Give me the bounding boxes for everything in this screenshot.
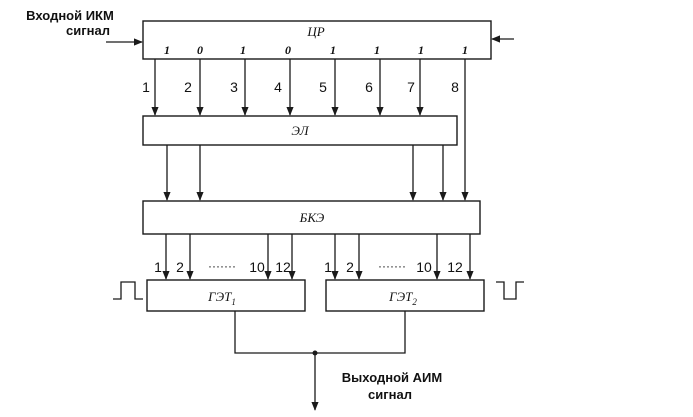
generator-1-label: ГЭТ1 (207, 289, 236, 307)
register-bit-5: 1 (330, 43, 336, 57)
output-number-7: 7 (407, 79, 415, 95)
output-combiner-lines (234, 311, 406, 354)
output-number-4: 4 (274, 79, 282, 95)
gen2-input-numbers: 1 2 ······· 10 12 (324, 259, 463, 275)
generator-2-block (325, 279, 485, 312)
register-label: ЦР (306, 24, 324, 39)
gen2-input-lines (331, 234, 474, 280)
register-output-numbers: 1 2 3 4 5 6 7 8 (142, 79, 459, 95)
register-bit-4: 0 (285, 43, 291, 57)
gen1-input-1: 1 (154, 259, 162, 275)
logic-block (142, 115, 458, 146)
input-label-line2: сигнал (66, 23, 110, 38)
output-number-6: 6 (365, 79, 373, 95)
logic-label: ЭЛ (291, 123, 309, 138)
gen1-input-dots: ······· (208, 259, 236, 273)
register-bits: 1 0 1 0 1 1 1 1 (164, 43, 468, 57)
key-block-label: БКЭ (299, 210, 325, 225)
generator-2-label: ГЭТ2 (388, 289, 417, 307)
gen1-input-2: 2 (176, 259, 184, 275)
output-number-8: 8 (451, 79, 459, 95)
register-block (142, 20, 492, 60)
gen2-input-dots: ······· (378, 259, 406, 273)
register-bit-8: 1 (462, 43, 468, 57)
gen2-input-2: 2 (346, 259, 354, 275)
output-number-1: 1 (142, 79, 150, 95)
gen2-input-1: 1 (324, 259, 332, 275)
key-block (142, 200, 481, 235)
generator-1-block (146, 279, 306, 312)
gen1-input-10: 10 (249, 259, 265, 275)
output-label-line1: Выходной АИМ (342, 370, 442, 385)
register-bit-7: 1 (418, 43, 424, 57)
positive-pulse-icon (113, 281, 143, 300)
gen1-input-12: 12 (275, 259, 291, 275)
output-number-3: 3 (230, 79, 238, 95)
input-label-line1: Входной ИКМ (26, 8, 114, 23)
gen1-input-lines (162, 234, 296, 280)
gen2-input-12: 12 (447, 259, 463, 275)
negative-pulse-icon (496, 281, 524, 300)
register-bit-2: 0 (197, 43, 203, 57)
gen1-input-numbers: 1 2 ······· 10 12 (154, 259, 291, 275)
register-output-lines (151, 59, 469, 201)
register-bit-1: 1 (164, 43, 170, 57)
gen2-input-10: 10 (416, 259, 432, 275)
register-bit-6: 1 (374, 43, 380, 57)
output-number-2: 2 (184, 79, 192, 95)
logic-output-lines (163, 145, 447, 201)
output-number-5: 5 (319, 79, 327, 95)
output-label-line2: сигнал (368, 387, 412, 402)
register-bit-3: 1 (240, 43, 246, 57)
